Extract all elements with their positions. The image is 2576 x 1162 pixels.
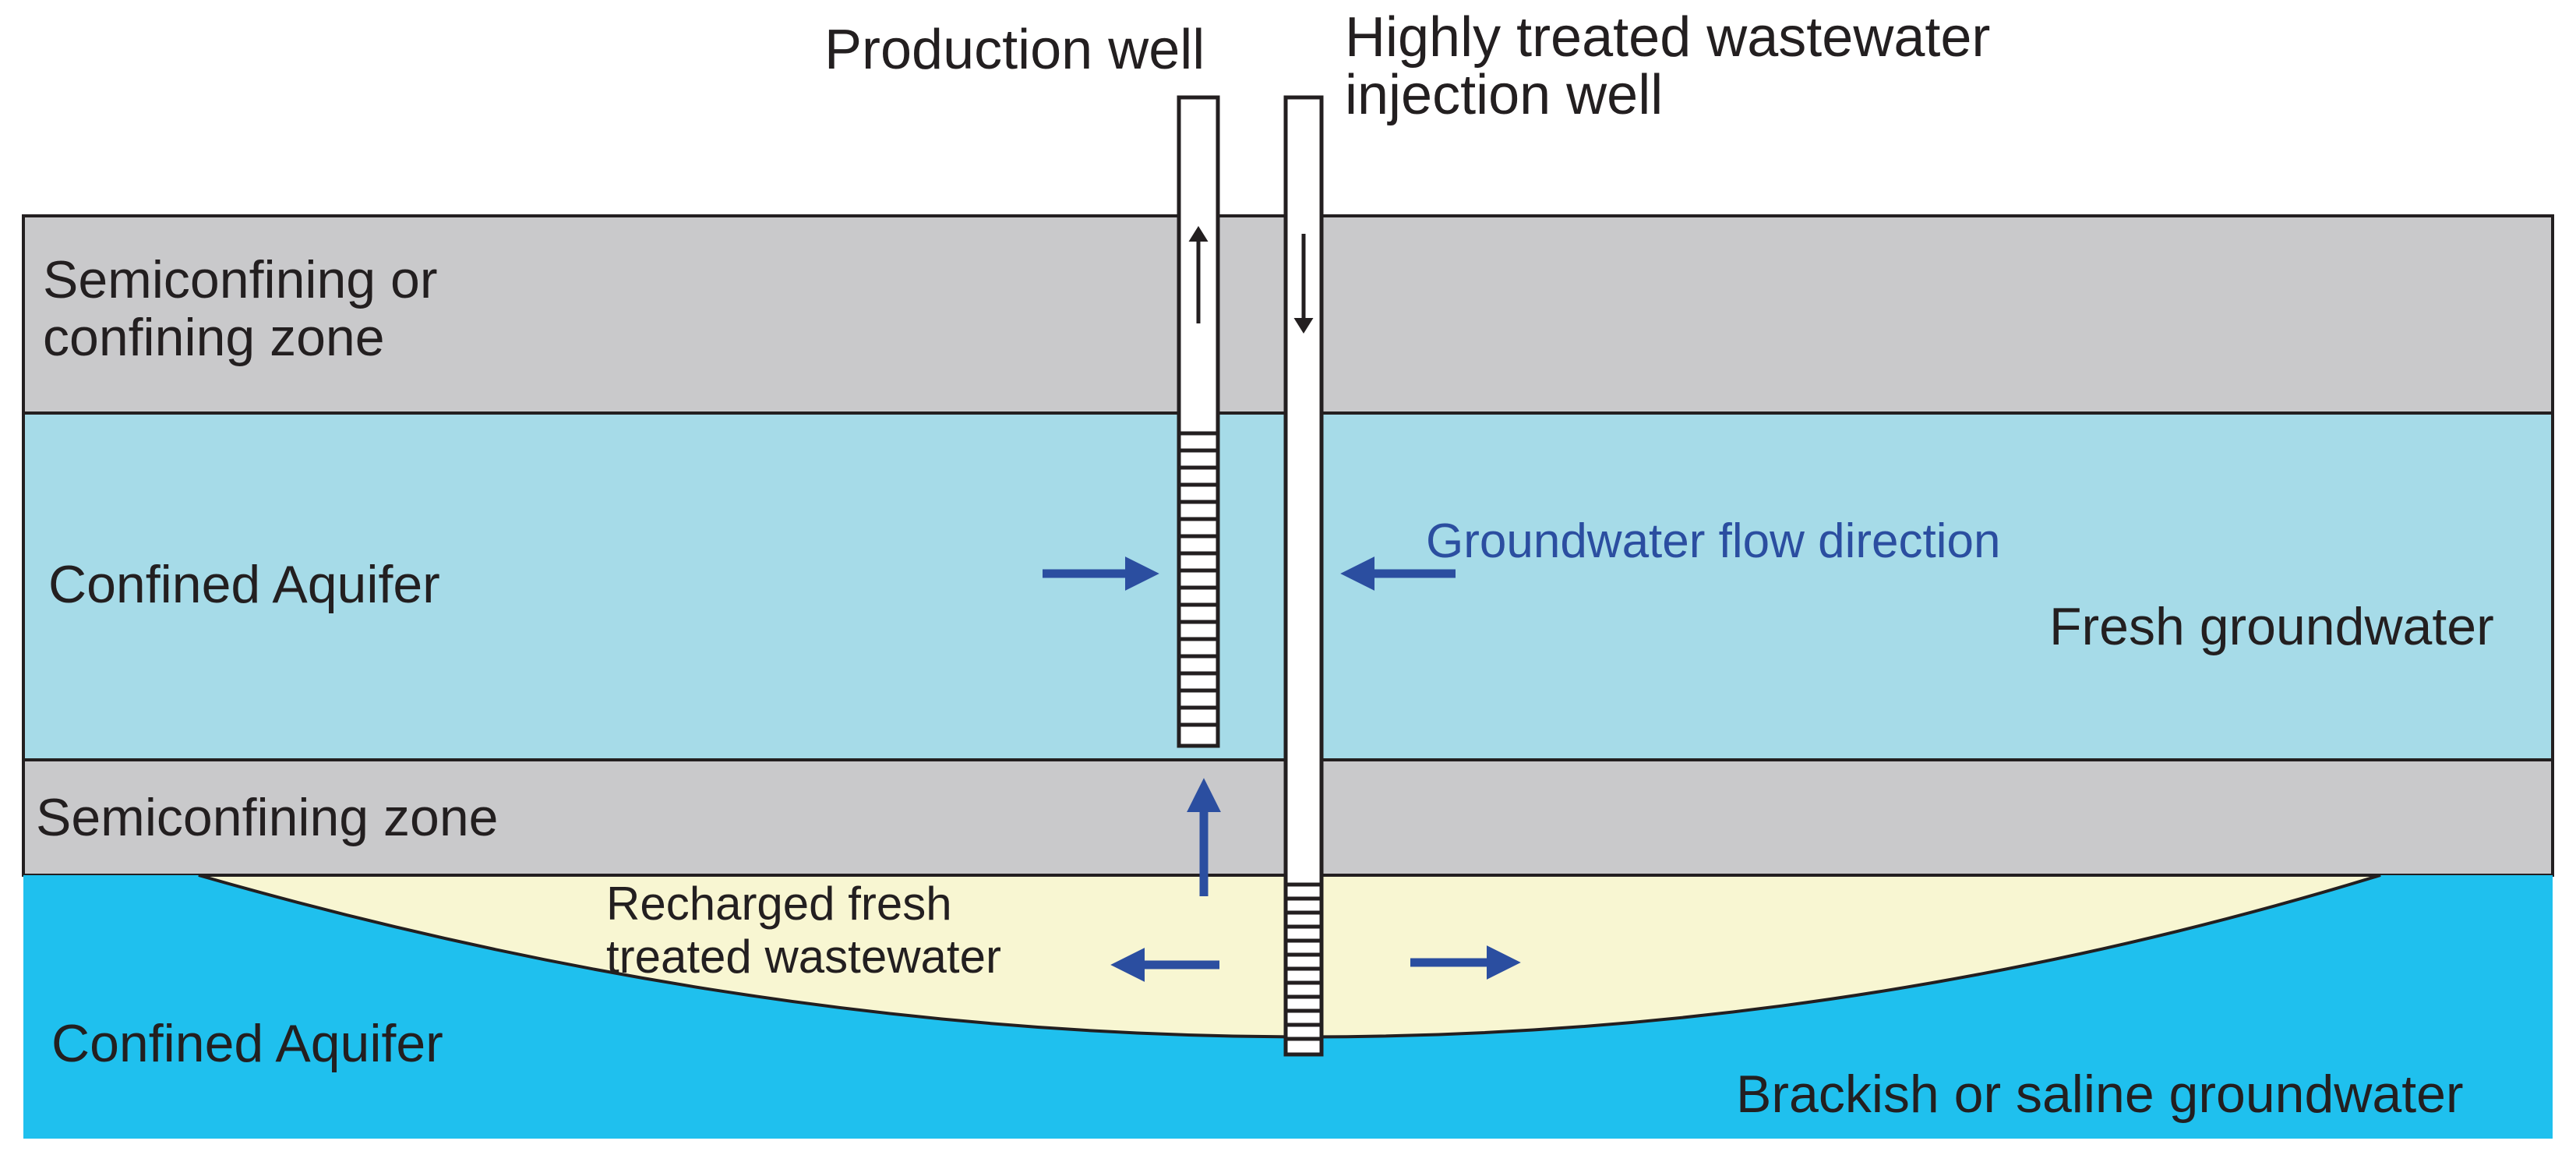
- injection-well: [1283, 95, 1324, 1057]
- top-confining-label-line2: confining zone: [43, 308, 385, 367]
- plume-label-line2: treated wastewater: [606, 931, 1001, 983]
- flow-direction-label: Groundwater flow direction: [1426, 514, 2000, 568]
- production-well-label: Production well: [824, 19, 1205, 81]
- injection-well-casing: [1283, 95, 1324, 1057]
- injection-well-screen: [1286, 882, 1322, 1041]
- production-well-screen: [1179, 431, 1218, 727]
- fresh-groundwater-label: Fresh groundwater: [2049, 597, 2494, 656]
- lower-aquifer-label: Confined Aquifer: [51, 1014, 443, 1073]
- production-well-casing: [1177, 95, 1220, 748]
- injection-well-label-line1: Highly treated wastewater: [1345, 6, 1990, 69]
- top-confining-label-line1: Semiconfining or: [43, 250, 437, 309]
- injection-well-label-line2: injection well: [1345, 64, 1663, 126]
- production-well: [1177, 95, 1220, 748]
- saline-groundwater-label: Brackish or saline groundwater: [1736, 1065, 2464, 1124]
- middle-confining-label: Semiconfining zone: [36, 788, 498, 847]
- plume-label-line1: Recharged fresh: [606, 878, 952, 930]
- upper-aquifer-label: Confined Aquifer: [48, 555, 440, 614]
